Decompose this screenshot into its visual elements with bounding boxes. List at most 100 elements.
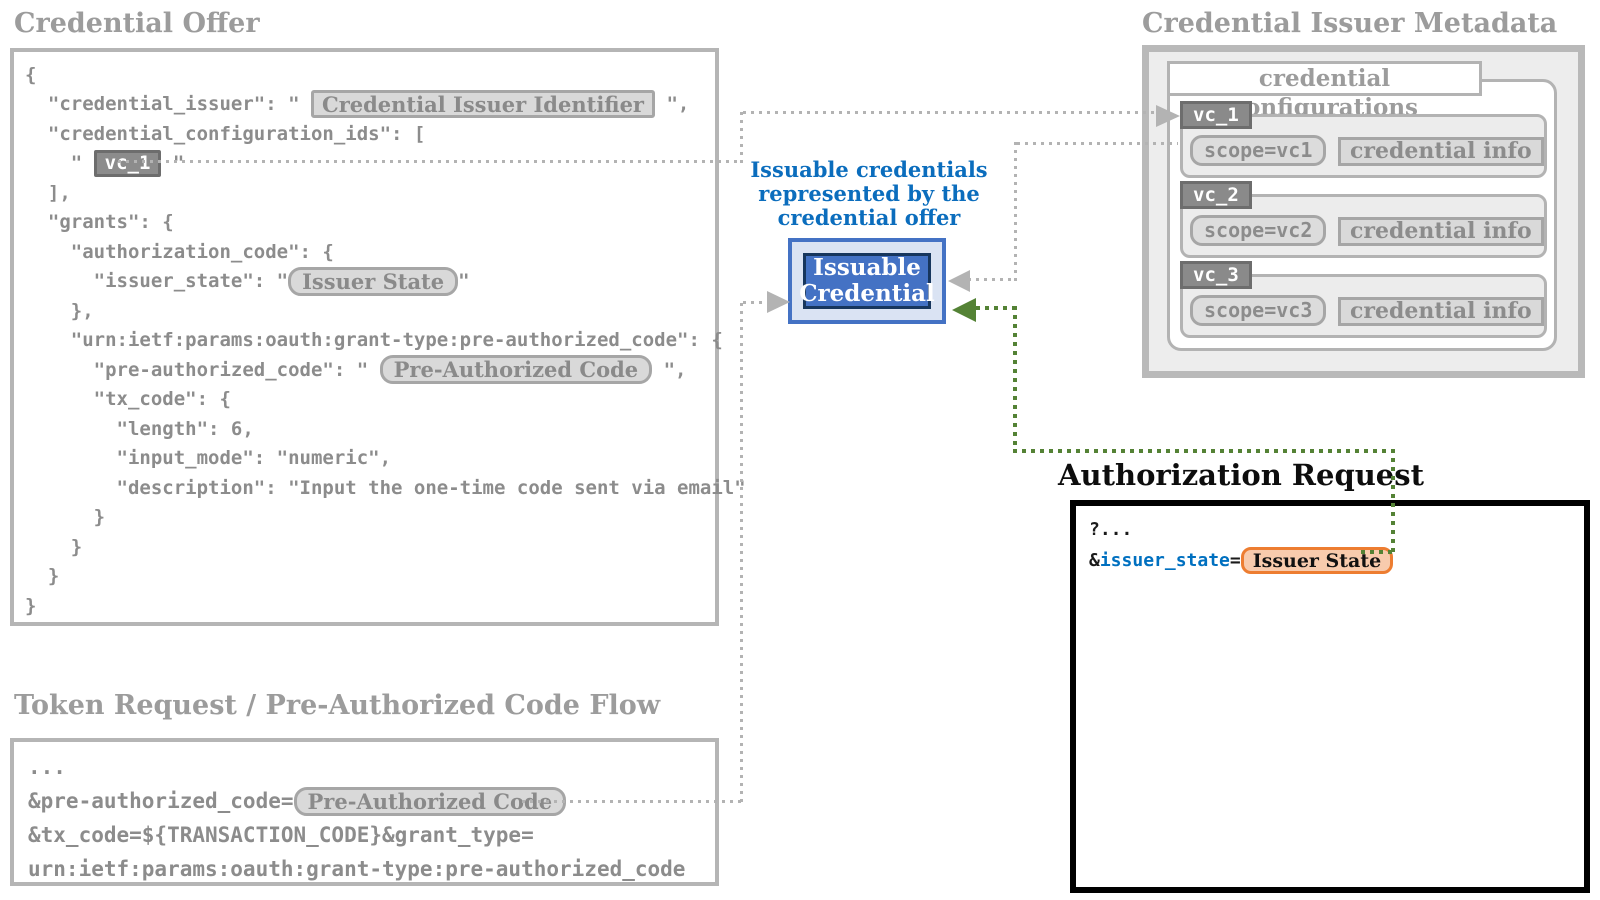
code-line: }: [25, 503, 715, 533]
pre-authorized-code-chip: Pre-Authorized Code: [379, 355, 653, 385]
vc1-chip: vc_1: [93, 149, 162, 177]
green-connector-v2: [1391, 449, 1395, 554]
vc1-credential-info-chip: credential info: [1338, 137, 1544, 166]
connector-preauth-h1: [522, 800, 742, 803]
credential-configurations-label: credential configurations: [1167, 61, 1482, 121]
code-line: &pre-authorized_code=Pre-Authorized Code: [28, 784, 715, 818]
code-line: "tx_code": {: [25, 385, 715, 415]
issuer-state-chip: Issuer State: [288, 266, 459, 296]
code-text: "input_mode": "numeric",: [25, 447, 392, 470]
code-text: "length": 6,: [25, 417, 254, 440]
code-text: }: [25, 565, 60, 588]
code-line: }: [25, 532, 715, 562]
credential-offer-box: { "credential_issuer": " Credential Issu…: [10, 48, 746, 626]
code-line: &issuer_state=Issuer State: [1089, 545, 1584, 576]
code-line: "credential_configuration_ids": [: [25, 119, 715, 149]
connector-vc1-h1: [118, 160, 742, 163]
code-text: "pre-authorized_code": ": [25, 358, 380, 381]
code-text: }: [25, 594, 37, 617]
code-text: "credential_configuration_ids": [: [25, 122, 426, 145]
credential-offer-title: Credential Offer: [14, 8, 260, 39]
issuer-state-chip: Issuer State: [1240, 547, 1394, 574]
code-text: "issuer_state": ": [25, 270, 289, 293]
code-line: ],: [25, 178, 715, 208]
issuable-credential-outer-box: Issuable Credential: [788, 238, 946, 324]
arrowhead-into-issuable-right: [948, 270, 970, 292]
authorization-request-box: ?... &issuer_state=Issuer State: [1070, 500, 1590, 893]
issuable-credentials-caption: Issuable credentials represented by the …: [750, 157, 988, 230]
green-connector-h1: [976, 306, 1016, 310]
code-line: "pre-authorized_code": " Pre-Authorized …: [25, 355, 715, 385]
code-line: }: [25, 591, 715, 621]
pre-authorized-code-chip: Pre-Authorized Code: [293, 786, 567, 816]
token-request-title: Token Request / Pre-Authorized Code Flow: [14, 690, 661, 721]
code-line: }: [25, 562, 715, 592]
code-text: &: [1089, 550, 1100, 571]
code-text: urn:ietf:params:oauth:grant-type:pre-aut…: [28, 857, 686, 881]
authorization-request-title: Authorization Request: [1058, 458, 1424, 492]
connector-preauth-h2: [743, 301, 768, 304]
connector-vc1-v: [740, 112, 743, 163]
code-line: &tx_code=${TRANSACTION_CODE}&grant_type=: [28, 818, 715, 852]
code-line: ...: [28, 750, 715, 784]
code-line: "grants": {: [25, 208, 715, 238]
code-text: "urn:ietf:params:oauth:grant-type:pre-au…: [25, 329, 723, 352]
code-line: " vc_1 ": [25, 149, 715, 179]
code-line: "authorization_code": {: [25, 237, 715, 267]
issuable-credential-box: Issuable Credential: [799, 253, 935, 309]
code-text: "grants": {: [25, 211, 174, 234]
arrowhead-into-issuable-left: [767, 291, 790, 313]
vc2-scope-chip: scope=vc2: [1190, 215, 1327, 246]
green-connector-h3: [1361, 550, 1393, 554]
code-line: "issuer_state": "Issuer State": [25, 266, 715, 297]
connector-vc1-h2: [743, 111, 1156, 114]
code-line: urn:ietf:params:oauth:grant-type:pre-aut…: [28, 852, 715, 886]
code-line: "input_mode": "numeric",: [25, 444, 715, 474]
code-line: "description": "Input the one-time code …: [25, 473, 746, 503]
connector-scope-h2: [968, 278, 1017, 281]
token-request-box: ... &pre-authorized_code=Pre-Authorized C…: [10, 738, 719, 886]
code-text: &pre-authorized_code=: [28, 789, 294, 813]
code-text: ?...: [1089, 519, 1133, 540]
code-text: "description": "Input the one-time code …: [25, 476, 746, 499]
code-text: =: [1229, 550, 1241, 571]
code-text: "credential_issuer": ": [25, 93, 311, 116]
authorization-request-code: ?... &issuer_state=Issuer State: [1076, 506, 1584, 576]
code-text: ",: [652, 358, 687, 381]
connector-preauth-v: [740, 303, 743, 803]
code-text: {: [25, 63, 37, 86]
vc1-scope-chip: scope=vc1: [1190, 135, 1327, 166]
code-text: "tx_code": {: [25, 388, 231, 411]
credential-issuer-identifier-chip: Credential Issuer Identifier: [310, 90, 655, 119]
code-line: "credential_issuer": " Credential Issuer…: [25, 90, 715, 120]
code-line: {: [25, 60, 715, 90]
vc3-tab: vc_3: [1180, 261, 1252, 289]
code-text: ": [458, 270, 470, 293]
green-arrowhead-into-issuable: [952, 298, 976, 322]
vc1-tab: vc_1: [1180, 101, 1252, 129]
green-connector-v1: [1013, 306, 1017, 453]
code-line: ?...: [1089, 514, 1584, 545]
code-text: ": [25, 152, 94, 175]
vc2-credential-info-chip: credential info: [1338, 217, 1544, 246]
connector-scope-v: [1014, 142, 1017, 281]
code-text: &tx_code=${TRANSACTION_CODE}&grant_type=: [28, 823, 534, 847]
code-text: },: [25, 299, 94, 322]
code-line: "urn:ietf:params:oauth:grant-type:pre-au…: [25, 326, 723, 356]
code-text: "authorization_code": {: [25, 240, 334, 263]
credential-issuer-metadata-title: Credential Issuer Metadata: [1142, 8, 1558, 39]
code-line: "length": 6,: [25, 414, 715, 444]
code-text: }: [25, 535, 83, 558]
vc3-credential-info-chip: credential info: [1338, 297, 1544, 326]
code-text: ": [161, 152, 185, 175]
connector-scope-h1: [1017, 142, 1178, 145]
vc3-scope-chip: scope=vc3: [1190, 295, 1327, 326]
code-text: ],: [25, 181, 71, 204]
token-request-code: ... &pre-authorized_code=Pre-Authorized C…: [14, 742, 715, 886]
green-connector-h2: [1013, 449, 1395, 453]
code-text: ",: [655, 93, 690, 116]
credential-offer-code: { "credential_issuer": " Credential Issu…: [14, 52, 746, 621]
code-text: issuer_state: [1099, 550, 1230, 571]
arrowhead-into-vc1-tab: [1156, 105, 1180, 127]
code-text: ...: [28, 755, 66, 779]
